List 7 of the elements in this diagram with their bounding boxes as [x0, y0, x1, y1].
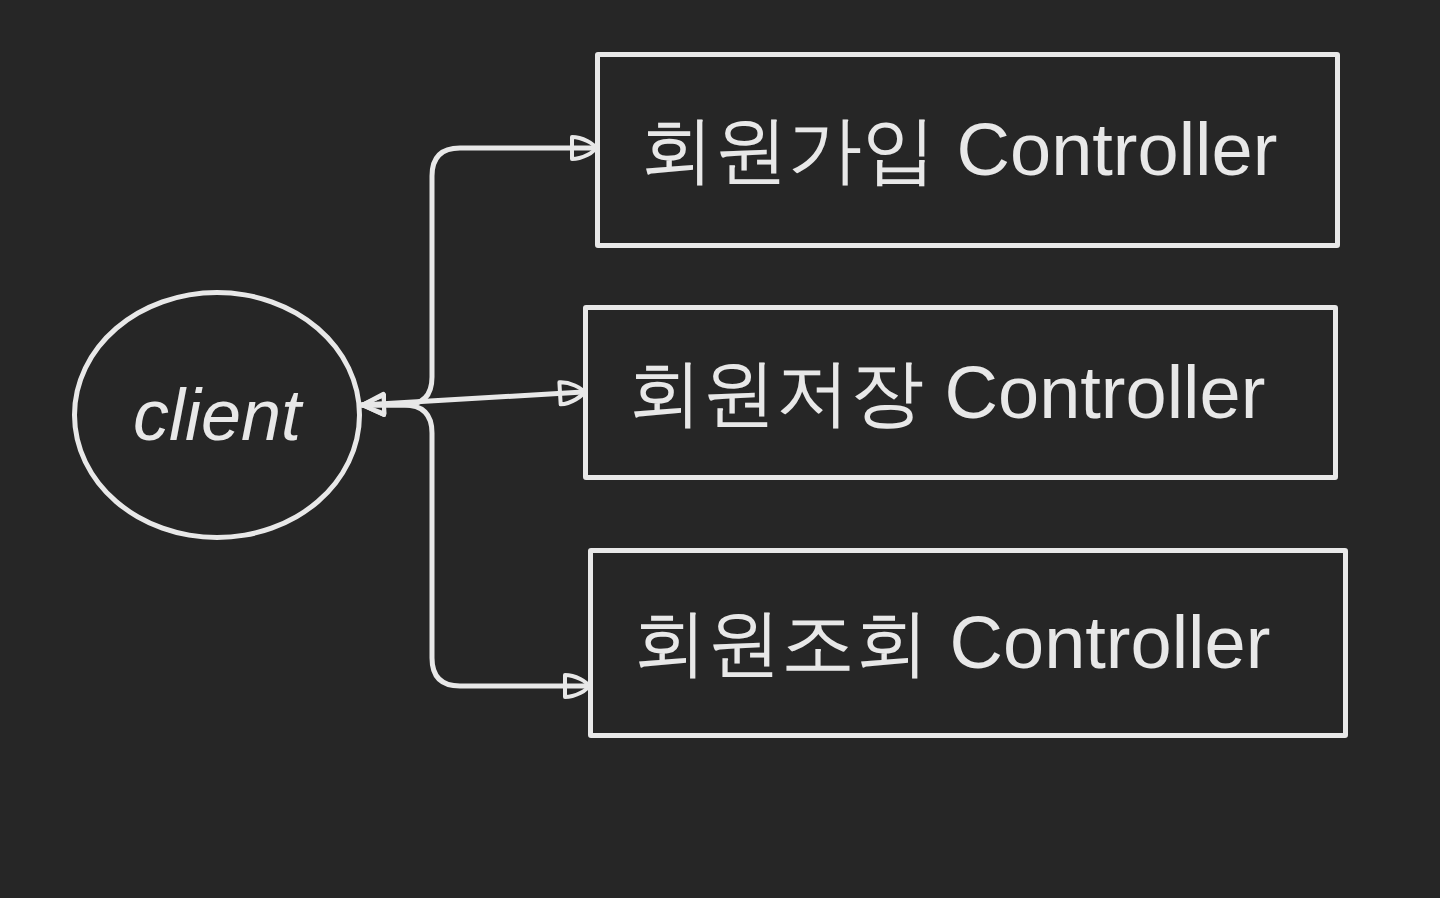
node-label: 회원조회 Controller: [633, 606, 1271, 680]
controller-box: [595, 52, 1340, 248]
controller-box: [588, 548, 1348, 738]
node-label: 회원가입 Controller: [640, 113, 1278, 187]
node-label: 회원저장 Controller: [628, 355, 1266, 430]
controller-box: [583, 305, 1338, 480]
node-label: client: [132, 379, 302, 451]
